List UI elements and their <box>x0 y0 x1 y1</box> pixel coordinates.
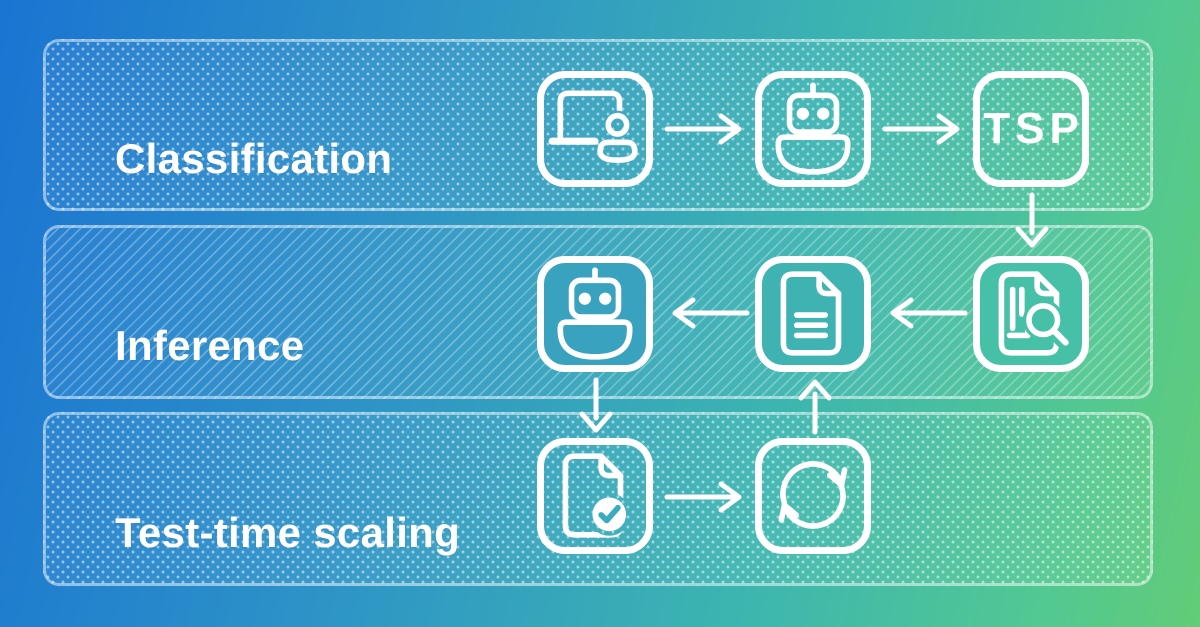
laptop-user-icon <box>548 90 638 163</box>
robot-icon <box>557 267 633 360</box>
robot-node-inference <box>537 256 653 372</box>
row-inference-label: Inference <box>115 321 305 369</box>
laptop-user-node <box>537 71 653 187</box>
down-arrow-icon <box>1015 192 1049 248</box>
document-search-node <box>973 256 1089 372</box>
up-arrow-icon <box>798 379 832 435</box>
document-search-icon <box>998 271 1069 356</box>
row-test-time-scaling-label: Test-time scaling <box>115 508 461 556</box>
arrow-robot-to-tsp <box>880 109 970 149</box>
robot-node-classification <box>755 71 871 187</box>
robot-icon <box>775 82 851 175</box>
right-arrow-icon <box>664 481 742 513</box>
sync-icon <box>778 461 848 529</box>
arrow-tsp-down-to-docsearch <box>1010 192 1054 250</box>
arrow-robot-down-to-doccheck <box>574 377 618 435</box>
arrow-document-to-robot <box>662 293 752 333</box>
row-classification-label: Classification <box>115 134 393 182</box>
document-check-icon <box>562 453 627 538</box>
left-arrow-icon <box>890 297 968 329</box>
document-node <box>755 256 871 372</box>
arrow-laptop-to-robot <box>662 109 752 149</box>
row-classification: Classification <box>43 39 1153 211</box>
tsp-node: TSP <box>973 71 1089 187</box>
right-arrow-icon <box>882 113 960 145</box>
document-icon <box>780 271 842 356</box>
arrow-docsearch-to-document <box>880 293 970 333</box>
document-check-node <box>537 438 653 554</box>
arrow-doccheck-to-sync <box>662 477 752 517</box>
left-arrow-icon <box>672 297 750 329</box>
tsp-label: TSP <box>983 104 1084 153</box>
arrow-sync-up-to-document <box>793 377 837 435</box>
sync-node <box>755 438 871 554</box>
right-arrow-icon <box>664 113 742 145</box>
down-arrow-icon <box>579 377 613 433</box>
